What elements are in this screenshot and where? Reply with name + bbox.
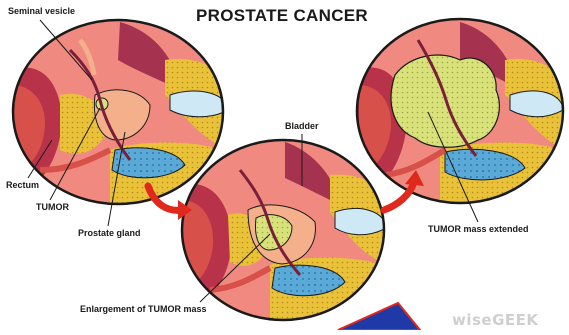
label-tumor: TUMOR xyxy=(36,202,69,212)
label-enlargement-tumor-mass: Enlargement of TUMOR mass xyxy=(80,304,207,314)
diagram-title: PROSTATE CANCER xyxy=(196,6,368,26)
label-rectum: Rectum xyxy=(6,180,39,190)
label-tumor-mass-extended: TUMOR mass extended xyxy=(428,224,529,234)
label-bladder: Bladder xyxy=(285,121,319,131)
watermark: wiseGEEK xyxy=(452,311,539,329)
label-prostate-gland: Prostate gland xyxy=(78,228,141,238)
pointer-arrow xyxy=(338,303,420,330)
label-seminal-vesicle: Seminal vesicle xyxy=(8,6,75,16)
